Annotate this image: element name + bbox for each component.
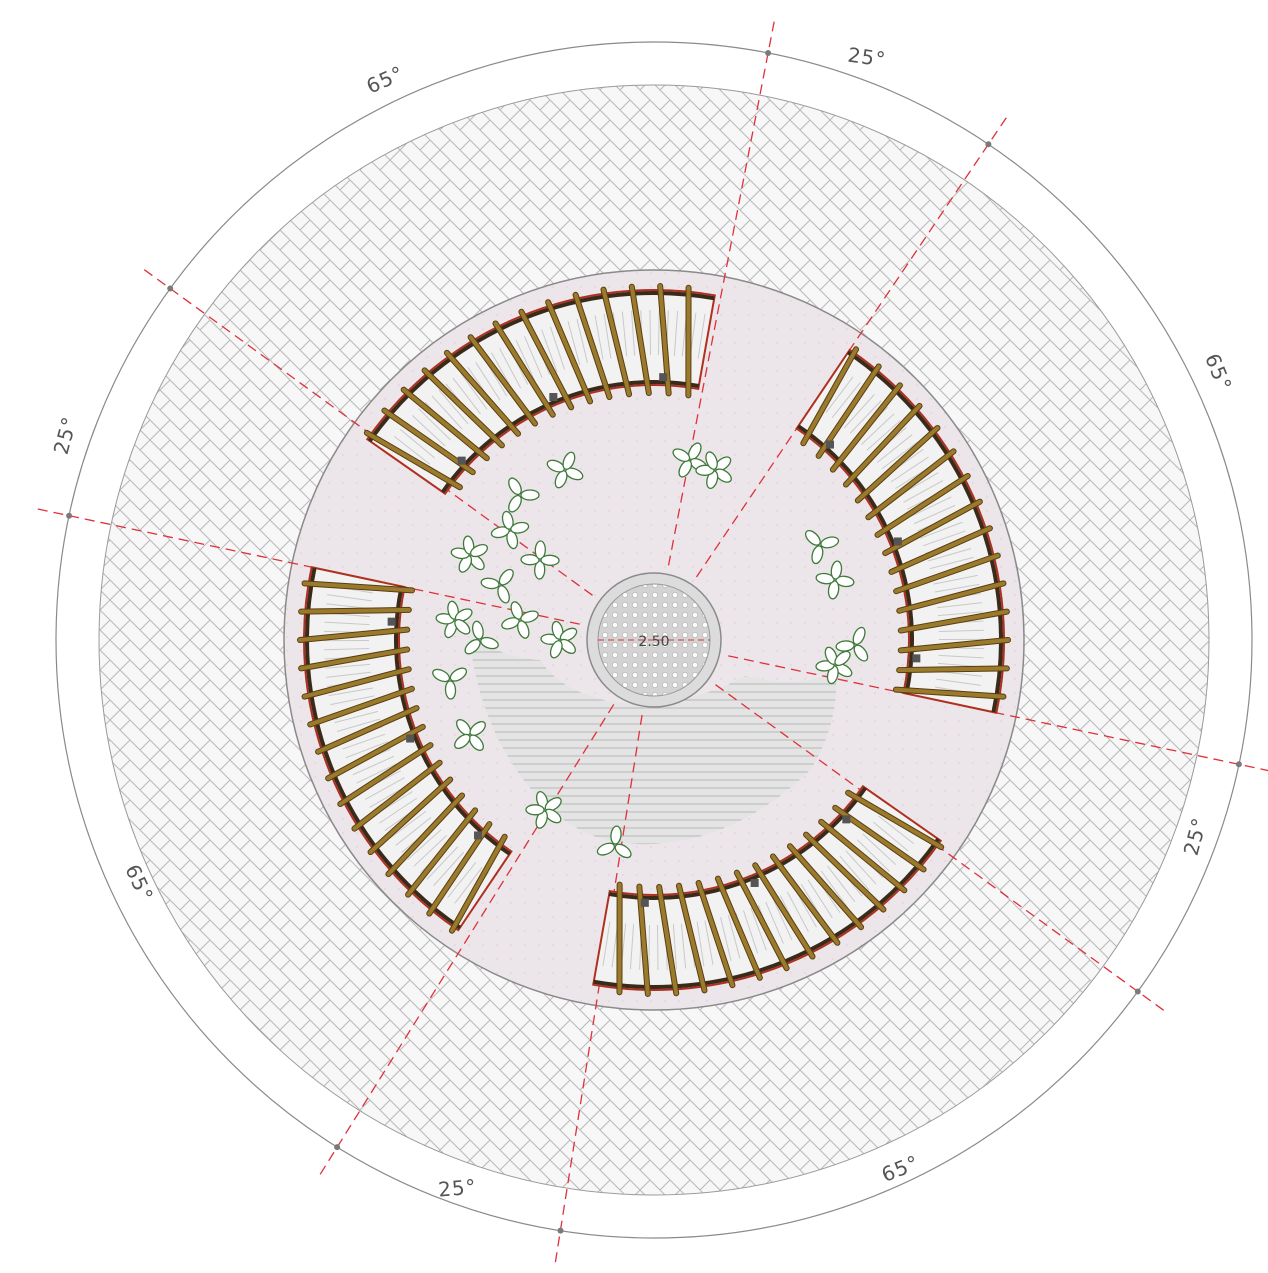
plant-cluster [525,791,562,829]
angle-label-bottom-right: 65° [878,1150,923,1187]
pergola-bench [297,566,513,934]
plant-cluster [520,540,560,580]
canopy-shadow [470,640,837,845]
plant-cluster [480,568,514,604]
plant-cluster [464,620,499,655]
pergola-bench [795,346,1011,714]
plant-cluster [815,560,855,600]
plant-cluster [501,601,539,639]
plant-cluster [835,626,869,662]
pergola-bench [363,283,716,496]
central-planter: 2.50 [586,572,722,708]
pergola-bench [592,784,945,997]
plant-cluster [695,451,732,490]
plant-cluster [454,719,486,751]
center-dimension-label: 2.50 [638,634,669,650]
angle-label-left-upper: 25° [49,414,82,457]
dimension-tick [985,141,992,148]
axis-line [319,699,618,1175]
plant-cluster [815,646,853,685]
dimension-tick [1134,988,1141,995]
axis-line [666,21,775,572]
angle-label-right-upper: 65° [1200,350,1237,395]
angle-label-top-right: 25° [846,43,887,72]
dimension-tick [557,1227,564,1234]
plant-cluster [546,451,584,489]
planting [432,442,869,859]
dimension-tick [765,50,772,56]
angle-label-bottom-left: 25° [437,1174,477,1201]
angle-label-right-lower: 25° [1179,815,1212,858]
plant-cluster [432,667,468,700]
plant-cluster [435,600,473,639]
pergola-benches [297,283,1011,997]
dimension-tick [334,1144,341,1151]
plant-cluster [490,510,530,550]
angle-label-top-left: 65° [363,61,408,99]
dimension-tick [1235,761,1242,768]
plant-cluster [508,477,540,513]
plant-cluster [804,529,840,565]
outer-dimension-circle [55,41,1253,1239]
dimension-tick [66,512,73,519]
dimension-tick [167,285,174,292]
plant-cluster [450,535,489,573]
plant-cluster [540,620,578,659]
plant-cluster [672,442,708,478]
plant-cluster [596,825,632,859]
